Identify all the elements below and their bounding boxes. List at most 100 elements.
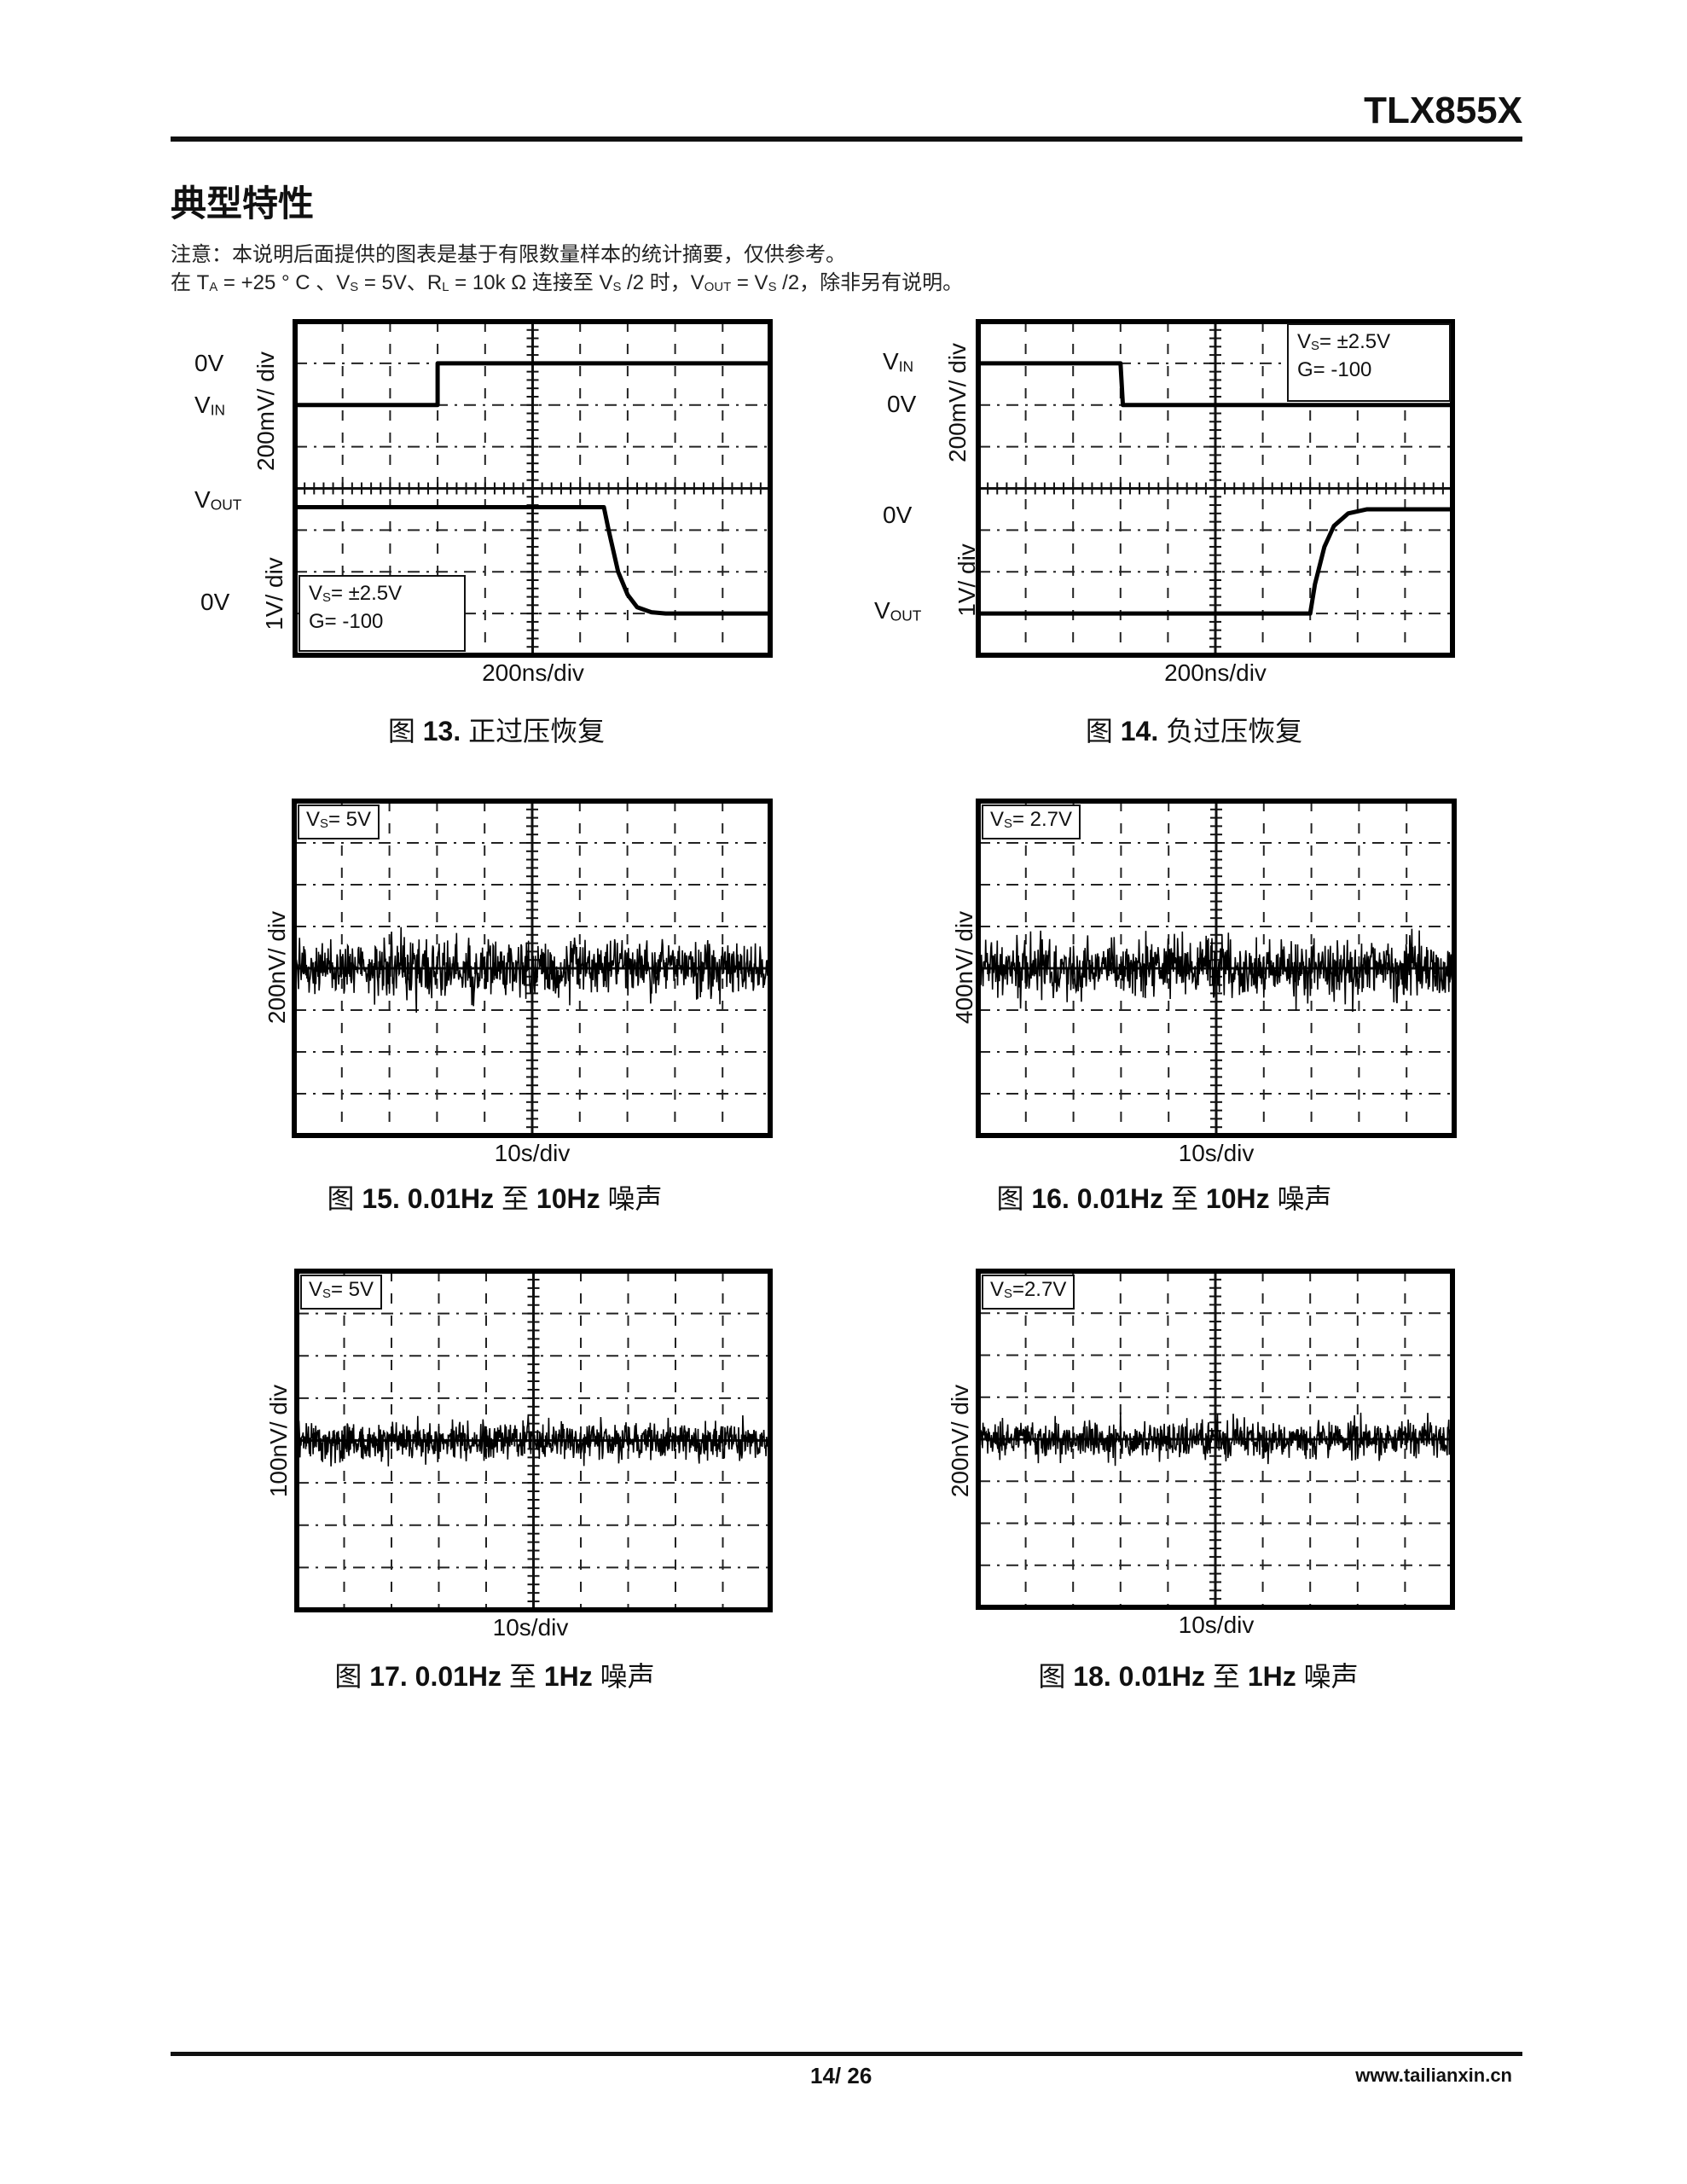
figure-caption: 图 16. 0.01Hz 至 10Hz 噪声: [996, 1177, 1331, 1217]
v-text: V: [990, 1278, 1005, 1301]
plot-svg: [976, 1269, 1455, 1610]
scope-plot-fig15: VS= 5V: [292, 799, 773, 1138]
y-axis-label: 200nV/ div: [264, 910, 290, 1025]
legend-vs: VS= ±2.5V: [309, 582, 455, 610]
y-axis-label-top: 200mV/ div: [944, 342, 971, 463]
s-sub: S: [1004, 817, 1012, 832]
legend-gain: G= -100: [309, 610, 384, 634]
y-axis-label: 400nV/ div: [951, 910, 977, 1025]
vin-zero-label: 0V: [194, 350, 224, 376]
cap-prefix: 图: [387, 716, 423, 746]
legend-vs-value: = 5V: [330, 1278, 374, 1301]
s-sub: S: [320, 817, 328, 832]
figure-caption: 图 13. 正过压恢复: [388, 710, 605, 749]
plot-svg: [292, 799, 773, 1138]
v-text: V: [309, 1278, 323, 1301]
note-text: = V: [731, 271, 768, 294]
x-axis-label: 10s/div: [494, 1140, 571, 1166]
vout-label: VOUT: [194, 486, 241, 514]
noise-trace: [296, 1414, 771, 1467]
cap-num2: 1Hz: [1247, 1661, 1296, 1692]
cap-num: 18. 0.01Hz: [1073, 1661, 1206, 1692]
x-axis-label: 10s/div: [1178, 1612, 1255, 1638]
plot-frame: [976, 319, 1455, 658]
cap-text: 噪声: [592, 1661, 655, 1692]
noise-trace: [977, 928, 1455, 1013]
y-axis-label: 200nV/ div: [947, 1384, 973, 1498]
v-text: V: [874, 597, 890, 624]
note-text: 在 T: [171, 271, 210, 294]
note-text: /2 时，V: [621, 271, 704, 294]
cap-mid: 至: [501, 1661, 544, 1692]
website-link[interactable]: www.tailianxin.cn: [1355, 2065, 1512, 2086]
vin-zero-label: 0V: [887, 391, 917, 417]
vout-zero-label: 0V: [200, 589, 230, 615]
cap-num: 15. 0.01Hz: [362, 1183, 495, 1214]
cap-num2: 1Hz: [543, 1661, 593, 1692]
note-text: = 10k Ω 连接至 V: [449, 271, 613, 294]
legend-vs-value: = 2.7V: [1012, 808, 1072, 831]
plot-frame: [976, 1269, 1455, 1610]
legend-box: VS= ±2.5V G= -100: [1287, 323, 1451, 402]
note-sub: OUT: [704, 281, 732, 295]
legend-vs-value: =2.7V: [1012, 1278, 1067, 1301]
cap-mid: 至: [1163, 1183, 1206, 1214]
figure-caption: 图 17. 0.01Hz 至 1Hz 噪声: [334, 1655, 654, 1694]
legend-vs-value: = 5V: [328, 808, 371, 831]
legend-vs-value: = ±2.5V: [1319, 330, 1391, 353]
header-rule: [171, 136, 1522, 142]
cap-prefix: 图: [996, 1183, 1032, 1214]
plot-frame: [293, 319, 773, 658]
plot-svg: [293, 319, 773, 658]
x-axis-label: 10s/div: [1178, 1140, 1255, 1166]
v-text: V: [990, 808, 1005, 831]
cap-mid: 至: [494, 1183, 536, 1214]
noise-trace: [977, 1412, 1453, 1467]
v-text: V: [883, 348, 899, 375]
trace-vin: [295, 361, 770, 408]
legend-box: VS= 5V: [300, 1275, 382, 1310]
vin-label: VIN: [194, 392, 225, 420]
note-sub: L: [442, 281, 449, 295]
cap-prefix: 图: [1085, 716, 1121, 746]
v-text: V: [309, 582, 323, 605]
trace-vout: [978, 507, 1452, 616]
y-axis-label-top: 200mV/ div: [252, 351, 279, 472]
scope-plot-fig14: VS= ±2.5V G= -100: [976, 319, 1455, 658]
plot-frame: [294, 1269, 773, 1612]
plot-svg: [294, 1269, 773, 1612]
x-axis-label: 200ns/div: [482, 659, 584, 686]
scope-plot-fig18: VS=2.7V: [976, 1269, 1455, 1610]
s-sub: S: [1311, 340, 1319, 354]
cap-text: 噪声: [1296, 1661, 1359, 1692]
plot-frame: [292, 799, 773, 1138]
y-axis-label-bottom: 1V/ div: [261, 557, 287, 630]
s-sub: S: [322, 591, 331, 606]
plot-svg: [976, 799, 1457, 1138]
footer-rule: [171, 2052, 1522, 2056]
trace-vin: [978, 361, 1452, 408]
s-sub: S: [322, 1287, 331, 1302]
cap-num: 17. 0.01Hz: [369, 1661, 502, 1692]
trace-vout: [295, 504, 770, 616]
page-number: 14/ 26: [810, 2063, 872, 2088]
in-sub: IN: [898, 357, 914, 375]
vin-label: VIN: [883, 348, 913, 376]
cap-prefix: 图: [327, 1183, 362, 1214]
x-axis-label: 200ns/div: [1164, 659, 1267, 686]
legend-gain: G= -100: [1297, 358, 1372, 382]
note-sub: S: [612, 281, 622, 295]
y-axis-label: 100nV/ div: [265, 1384, 292, 1498]
s-sub: S: [1004, 1287, 1012, 1302]
cap-text: 负过压恢复: [1158, 716, 1303, 746]
v-text: V: [194, 486, 211, 513]
figure-caption: 图 14. 负过压恢复: [1086, 710, 1302, 749]
cap-num: 14.: [1120, 716, 1159, 746]
part-number-header: TLX855X: [1364, 90, 1522, 131]
cap-text: 噪声: [600, 1183, 663, 1214]
figure-caption: 图 15. 0.01Hz 至 10Hz 噪声: [327, 1177, 662, 1217]
out-sub: OUT: [210, 496, 242, 514]
in-sub: IN: [210, 401, 226, 419]
legend-vs: VS= ±2.5V: [1297, 330, 1441, 358]
